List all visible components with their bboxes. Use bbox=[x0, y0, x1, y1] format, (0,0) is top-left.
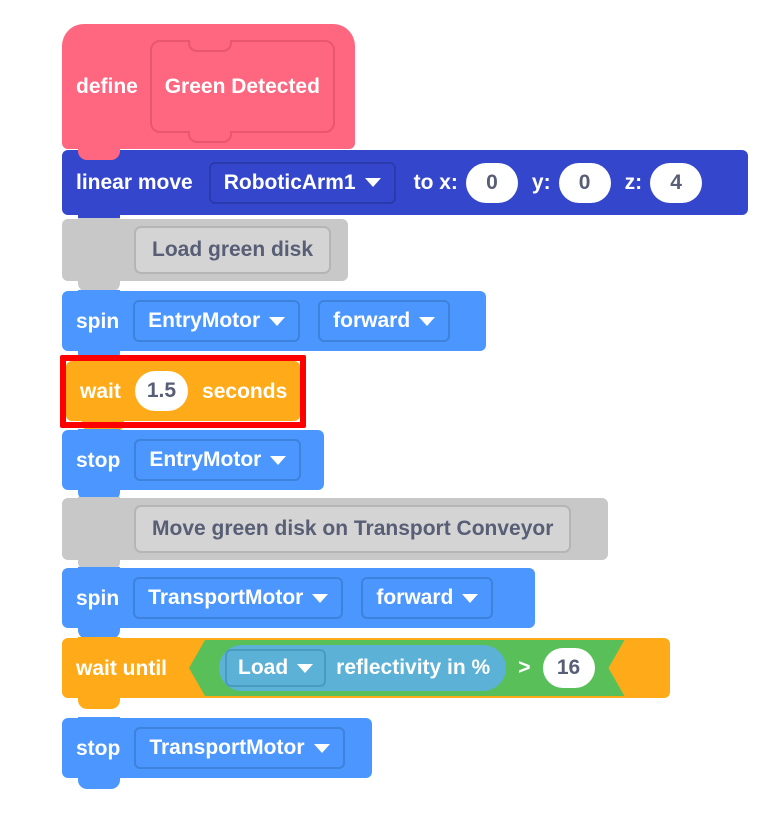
define-hat-block[interactable]: define Green Detected bbox=[62, 24, 355, 149]
motor-value: EntryMotor bbox=[148, 309, 261, 332]
spin-entrymotor-block[interactable]: spin EntryMotor forward bbox=[62, 290, 486, 362]
comment-text-field[interactable]: Load green disk bbox=[134, 226, 332, 274]
procedure-prototype[interactable]: Green Detected bbox=[149, 40, 335, 143]
stop-transportmotor-block[interactable]: stop TransportMotor bbox=[62, 717, 372, 789]
sensor-target-dropdown[interactable]: Load bbox=[225, 649, 326, 687]
notch-bottom bbox=[78, 628, 120, 639]
linear-move-block[interactable]: linear move RoboticArm1 to x: 0 y: 0 z: … bbox=[62, 149, 748, 226]
notch-bottom bbox=[78, 778, 120, 789]
direction-value: forward bbox=[376, 586, 454, 609]
procedure-name-label: Green Detected bbox=[164, 74, 320, 98]
chevron-down-icon bbox=[313, 743, 330, 753]
stop-entrymotor-block[interactable]: stop EntryMotor bbox=[62, 429, 324, 501]
threshold-input[interactable]: 16 bbox=[543, 648, 595, 688]
z-label: z: bbox=[624, 171, 643, 194]
comment-block-move-green-disk[interactable]: Move green disk on Transport Conveyor bbox=[62, 497, 608, 571]
notch-bottom bbox=[78, 698, 120, 709]
comment-block-load-green-disk[interactable]: Load green disk bbox=[62, 218, 348, 292]
spin-transportmotor-block[interactable]: spin TransportMotor forward bbox=[62, 567, 535, 639]
reflectivity-reporter-block[interactable]: Load reflectivity in % bbox=[219, 645, 506, 691]
wait-until-label: wait until bbox=[76, 656, 167, 680]
motor-value: TransportMotor bbox=[149, 736, 305, 759]
greater-than-operator-block[interactable]: Load reflectivity in % > 16 bbox=[189, 640, 625, 696]
z-value-input[interactable]: 4 bbox=[650, 162, 703, 203]
chevron-down-icon bbox=[270, 455, 287, 465]
define-keyword-label: define bbox=[76, 75, 138, 98]
comment-text: Load green disk bbox=[152, 238, 314, 261]
notch-top bbox=[78, 717, 120, 728]
prototype-notch-top bbox=[187, 40, 232, 52]
notch-top bbox=[78, 497, 120, 508]
motor-value: TransportMotor bbox=[148, 586, 304, 609]
notch-top bbox=[78, 567, 120, 578]
notch-bottom bbox=[78, 281, 120, 292]
linear-move-label: linear move bbox=[76, 171, 193, 194]
notch-top bbox=[78, 218, 120, 229]
notch-top bbox=[78, 290, 120, 301]
chevron-down-icon bbox=[312, 593, 329, 603]
spin-label: spin bbox=[76, 309, 120, 333]
robot-target-value: RoboticArm1 bbox=[223, 170, 356, 194]
chevron-down-icon bbox=[462, 593, 479, 603]
motor-value: EntryMotor bbox=[149, 448, 262, 471]
x-value-input[interactable]: 0 bbox=[465, 162, 518, 203]
notch-top bbox=[78, 637, 120, 648]
wait-until-block[interactable]: wait until Load reflectivity in % > 16 bbox=[62, 637, 670, 709]
sensor-property-label: reflectivity in % bbox=[336, 656, 491, 679]
motor-dropdown[interactable]: TransportMotor bbox=[134, 727, 345, 769]
spin-label: spin bbox=[76, 586, 120, 610]
chevron-down-icon bbox=[269, 316, 286, 326]
stop-label: stop bbox=[76, 448, 121, 472]
notch-bottom bbox=[78, 560, 120, 571]
y-value-input[interactable]: 0 bbox=[558, 162, 611, 203]
direction-dropdown[interactable]: forward bbox=[361, 577, 494, 619]
prototype-notch-bottom bbox=[187, 131, 232, 143]
notch-top bbox=[82, 360, 124, 371]
chevron-down-icon bbox=[419, 316, 436, 326]
chevron-down-icon bbox=[364, 178, 381, 187]
motor-dropdown[interactable]: EntryMotor bbox=[134, 439, 302, 481]
comment-text: Move green disk on Transport Conveyor bbox=[152, 517, 554, 540]
direction-dropdown[interactable]: forward bbox=[318, 300, 451, 342]
direction-value: forward bbox=[333, 309, 411, 332]
robot-target-dropdown[interactable]: RoboticArm1 bbox=[208, 161, 396, 204]
chevron-down-icon bbox=[297, 664, 313, 673]
to-x-label: to x: bbox=[413, 171, 458, 194]
seconds-label: seconds bbox=[202, 379, 288, 403]
operator-symbol: > bbox=[518, 656, 531, 679]
stop-label: stop bbox=[76, 736, 121, 760]
wait-label: wait bbox=[80, 379, 121, 403]
comment-text-field[interactable]: Move green disk on Transport Conveyor bbox=[134, 505, 572, 553]
sensor-target-value: Load bbox=[238, 656, 289, 679]
notch-top bbox=[78, 149, 120, 160]
y-label: y: bbox=[531, 171, 551, 194]
wait-seconds-block[interactable]: wait 1.5 seconds bbox=[66, 360, 300, 432]
wait-duration-input[interactable]: 1.5 bbox=[134, 371, 189, 411]
motor-dropdown[interactable]: EntryMotor bbox=[133, 300, 301, 342]
notch-top bbox=[78, 429, 120, 440]
notch-bottom bbox=[78, 490, 120, 501]
motor-dropdown[interactable]: TransportMotor bbox=[133, 577, 344, 619]
